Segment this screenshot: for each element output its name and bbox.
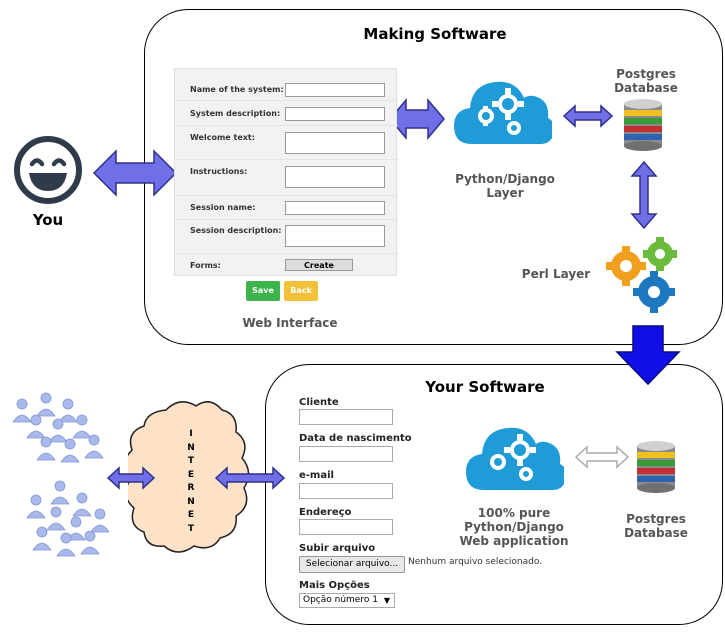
people-icon xyxy=(12,392,104,463)
python-layer-line: Layer xyxy=(486,186,524,200)
internet-label: I N T E R N E T xyxy=(185,428,197,536)
app-label: 100% pure Python/Django Web application xyxy=(446,506,582,548)
field-label: Forms: xyxy=(190,261,221,270)
perl-layer-label: Perl Layer xyxy=(521,267,591,281)
app-label-line: Python/Django xyxy=(464,520,564,534)
smiley-face-icon xyxy=(14,136,82,204)
field-label: Session description: xyxy=(190,226,282,235)
form-row: Name of the system: xyxy=(175,69,398,101)
postgres-line: Postgres xyxy=(626,512,686,526)
internet-cloud-icon xyxy=(128,401,250,553)
your-software-title: Your Software xyxy=(425,378,545,396)
form-row: Session name: xyxy=(175,195,398,220)
field-label: Welcome text: xyxy=(190,133,255,142)
making-software-title: Making Software xyxy=(363,25,507,43)
double-arrow-people-internet xyxy=(106,466,156,490)
internet-letter: E xyxy=(187,469,195,480)
app-label-line: Web application xyxy=(459,534,569,548)
internet-letter: T xyxy=(187,523,195,534)
form-row: Instructions: xyxy=(175,159,398,196)
python-layer-line: Python/Django xyxy=(455,172,555,186)
database-icon xyxy=(624,99,662,151)
double-arrow-form-python xyxy=(389,97,445,141)
email-label: e-mail xyxy=(299,470,334,481)
double-arrow-internet-app xyxy=(214,466,286,490)
options-label: Mais Opções xyxy=(299,580,370,591)
cliente-input[interactable] xyxy=(299,409,393,425)
upload-label: Subir arquivo xyxy=(299,543,376,554)
database-icon xyxy=(637,441,675,493)
postgres-line: Postgres xyxy=(616,67,676,81)
upload-status: Nenhum arquivo selecionado. xyxy=(408,557,543,567)
internet-letter: N xyxy=(187,442,195,453)
system-name-input[interactable] xyxy=(285,83,385,97)
people-icon xyxy=(26,480,110,557)
session-description-area[interactable] xyxy=(285,225,385,247)
birthdate-label: Data de nascimento xyxy=(299,433,412,444)
postgres-line: Database xyxy=(614,81,678,95)
you-label: You xyxy=(32,211,64,229)
internet-letter: R xyxy=(187,483,195,493)
cliente-label: Cliente xyxy=(299,397,339,408)
field-label: Instructions: xyxy=(190,167,248,176)
field-label: Name of the system: xyxy=(190,85,284,94)
options-selected-value: Opção número 1 xyxy=(303,595,378,605)
options-select[interactable]: Opção número 1 ▼ xyxy=(299,593,395,608)
address-input[interactable] xyxy=(299,519,393,535)
double-arrow-postgres-perl xyxy=(630,160,658,230)
double-arrow-python-postgres xyxy=(562,104,614,128)
back-button[interactable]: Back xyxy=(284,281,318,301)
form-row: Forms: Create xyxy=(175,253,398,276)
gears-icon xyxy=(606,237,677,313)
form-row: Session description: xyxy=(175,219,398,254)
internet-letter: I xyxy=(189,429,193,439)
create-button[interactable]: Create xyxy=(285,259,353,271)
select-file-button[interactable]: Selecionar arquivo... xyxy=(299,556,405,573)
python-layer-label: Python/Django Layer xyxy=(440,172,570,200)
form-row: Welcome text: xyxy=(175,125,398,160)
hollow-double-arrow xyxy=(574,445,630,469)
postgres-line: Database xyxy=(624,526,688,540)
web-interface-label: Web Interface xyxy=(242,316,338,330)
welcome-text-area[interactable] xyxy=(285,132,385,154)
field-label: System description: xyxy=(190,109,281,118)
postgres-label-yours: Postgres Database xyxy=(606,512,706,540)
big-down-arrow xyxy=(615,325,681,386)
cloud-gears-icon xyxy=(466,427,564,490)
web-interface-form: Name of the system: System description: … xyxy=(174,68,398,276)
internet-letter: T xyxy=(187,456,195,466)
system-description-input[interactable] xyxy=(285,107,385,121)
birthdate-input[interactable] xyxy=(299,446,393,462)
chevron-down-icon: ▼ xyxy=(383,596,390,605)
internet-letter: E xyxy=(187,510,195,520)
double-arrow-you-form xyxy=(92,149,178,197)
form-row: System description: xyxy=(175,100,398,126)
instructions-area[interactable] xyxy=(285,166,385,188)
session-name-input[interactable] xyxy=(285,201,385,215)
field-label: Session name: xyxy=(190,203,256,212)
address-label: Endereço xyxy=(299,507,352,518)
save-button[interactable]: Save xyxy=(246,281,280,301)
cloud-gears-icon xyxy=(454,81,552,144)
email-input[interactable] xyxy=(299,483,393,499)
postgres-label-making: Postgres Database xyxy=(596,67,696,95)
internet-letter: N xyxy=(187,496,195,507)
app-label-line: 100% pure xyxy=(477,506,551,520)
